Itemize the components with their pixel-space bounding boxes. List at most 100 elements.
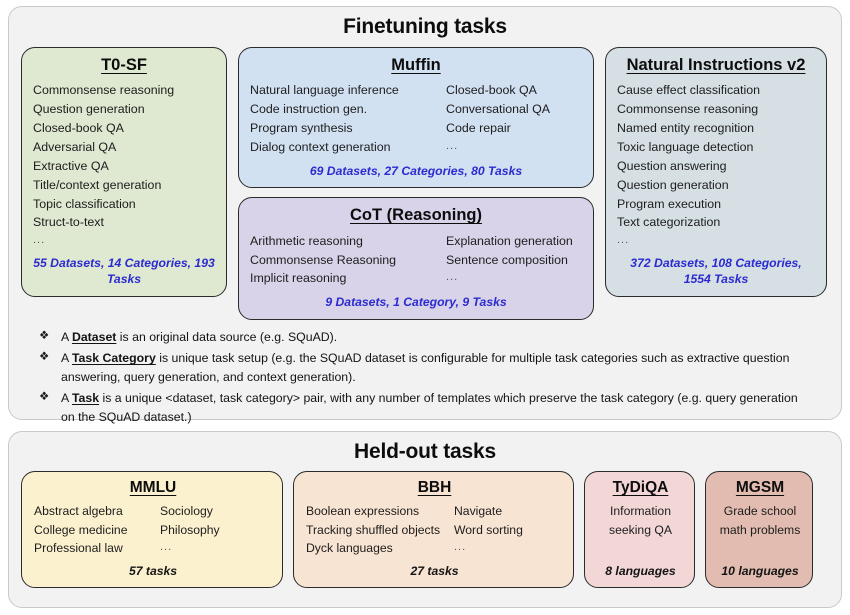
list-item: Program synthesis [250,121,353,136]
list-item: Sentence composition [446,252,568,267]
held-out-tasks-panel: Held-out tasks MMLU Abstract algebra Col… [8,431,842,608]
card-items-tydiqa: Information seeking QA [597,502,684,539]
card-items-column-1: Natural language inference Code instruct… [250,81,446,156]
card-title-tydiqa: TyDiQA [612,479,669,496]
list-item: Professional law [34,540,123,555]
definition-text: A Task Category is unique task setup (e.… [61,351,790,384]
dataset-card-bbh[interactable]: BBH Boolean expressions Tracking shuffle… [293,471,574,588]
dataset-card-t0sf[interactable]: T0-SF Commonsense reasoning Question gen… [21,47,227,297]
finetuning-card-grid: T0-SF Commonsense reasoning Question gen… [21,47,829,320]
list-item: Dyck languages [306,540,393,555]
list-item: Tracking shuffled objects [306,522,441,537]
list-item-ellipsis: ... [617,234,630,247]
list-item: Adversarial QA [33,140,117,154]
card-items-cot: Arithmetic reasoning Commonsense Reasoni… [250,232,582,289]
list-item: Question answering [617,158,727,173]
list-item: Cause effect classification [617,83,761,98]
dataset-card-natural-instructions-v2[interactable]: Natural Instructions v2 Cause effect cla… [605,47,827,297]
card-title-muffin: Muffin [391,56,441,74]
card-title-natural-instructions-v2: Natural Instructions v2 [626,56,806,74]
list-item: Arithmetic reasoning [250,233,363,248]
definition-task: ❖ A Task is a unique <dataset, task cate… [35,389,825,426]
list-item: Explanation generation [446,233,573,248]
card-stats-tydiqa: 8 languages [605,564,676,579]
list-item: Code instruction gen. [250,102,368,117]
list-item: Program execution [617,196,721,211]
card-items-column-2: Explanation generation Sentence composit… [446,232,582,289]
card-title-mgsm: MGSM [735,479,785,496]
dataset-card-mgsm[interactable]: MGSM Grade school math problems 10 langu… [705,471,813,588]
list-item-ellipsis: ... [33,234,46,247]
dataset-card-tydiqa[interactable]: TyDiQA Information seeking QA 8 language… [584,471,695,588]
definition-text: A Dataset is an original data source (e.… [61,329,338,344]
card-title-t0sf: T0-SF [101,56,147,74]
list-item: Grade school [723,504,797,519]
list-item: Question generation [617,177,729,192]
card-title-bbh: BBH [417,479,452,496]
card-items-column-1: Abstract algebra College medicine Profes… [34,502,160,557]
card-items-bbh: Boolean expressions Tracking shuffled ob… [306,502,563,557]
card-items-mmlu: Abstract algebra College medicine Profes… [34,502,272,557]
heldout-panel-title: Held-out tasks [354,440,496,463]
card-title-cot: CoT (Reasoning) [350,206,482,225]
list-item: Conversational QA [446,102,550,117]
card-items-column-2: Closed-book QA Conversational QA Code re… [446,81,582,156]
list-item: Toxic language detection [617,140,754,154]
finetuning-column-right: Natural Instructions v2 Cause effect cla… [605,47,827,320]
definition-task-category: ❖ A Task Category is unique task setup (… [35,349,825,386]
finetuning-column-left: T0-SF Commonsense reasoning Question gen… [21,47,227,320]
list-item-ellipsis: ... [454,540,467,553]
list-item: Extractive QA [33,158,109,173]
list-item-ellipsis: ... [160,540,173,553]
list-item: College medicine [34,522,128,537]
definition-dataset: ❖ A Dataset is an original data source (… [35,328,825,346]
card-stats-mgsm: 10 languages [721,564,799,579]
finetuning-column-middle: Muffin Natural language inference Code i… [238,47,594,320]
list-item: Boolean expressions [306,504,420,519]
list-item: Code repair [446,121,511,136]
card-items-column-2: Navigate Word sorting ... [454,502,563,557]
card-stats-cot: 9 Datasets, 1 Category, 9 Tasks [325,295,507,310]
list-item: Sociology [160,504,213,519]
list-item: Abstract algebra [34,504,123,519]
card-items-t0sf: Commonsense reasoning Question generatio… [33,81,215,248]
list-item: Named entity recognition [617,121,755,136]
list-item: Dialog context generation [250,140,391,154]
list-item: Closed-book QA [446,83,537,98]
definition-text: A Task is a unique <dataset, task catego… [61,391,798,424]
card-stats-mmlu: 57 tasks [128,564,178,579]
list-item: Natural language inference [250,83,399,98]
diamond-bullet-icon: ❖ [39,391,50,404]
list-item: Information [610,504,671,519]
dataset-card-cot[interactable]: CoT (Reasoning) Arithmetic reasoning Com… [238,197,594,320]
card-items-column-1: Arithmetic reasoning Commonsense Reasoni… [250,232,446,289]
list-item: Commonsense reasoning [33,83,175,98]
card-items-column-2: Sociology Philosophy ... [160,502,272,557]
card-stats-bbh: 27 tasks [410,564,459,579]
list-item: Struct-to-text [33,215,104,230]
dataset-card-muffin[interactable]: Muffin Natural language inference Code i… [238,47,594,189]
list-item: Commonsense Reasoning [250,252,397,267]
list-item: Text categorization [617,215,721,230]
list-item: seeking QA [608,522,672,537]
list-item: Commonsense reasoning [617,102,759,117]
list-item: Title/context generation [33,177,162,192]
card-items-column-1: Boolean expressions Tracking shuffled ob… [306,502,454,557]
list-item: Implicit reasoning [250,271,347,286]
diamond-bullet-icon: ❖ [39,351,50,364]
list-item: Question generation [33,102,145,117]
list-item: Word sorting [454,522,523,537]
heldout-card-grid: MMLU Abstract algebra College medicine P… [21,471,829,588]
list-item: Navigate [454,504,503,519]
list-item: Philosophy [160,522,220,537]
card-stats-t0sf: 55 Datasets, 14 Categories, 193 Tasks [33,255,215,287]
list-item-ellipsis: ... [446,140,459,152]
dataset-card-mmlu[interactable]: MMLU Abstract algebra College medicine P… [21,471,283,588]
list-item: Closed-book QA [33,121,124,136]
finetuning-tasks-panel: Finetuning tasks T0-SF Commonsense reaso… [8,6,842,424]
card-title-mmlu: MMLU [129,479,177,496]
card-items-mgsm: Grade school math problems [718,502,802,539]
list-item: Topic classification [33,196,136,211]
list-item: math problems [719,522,801,537]
